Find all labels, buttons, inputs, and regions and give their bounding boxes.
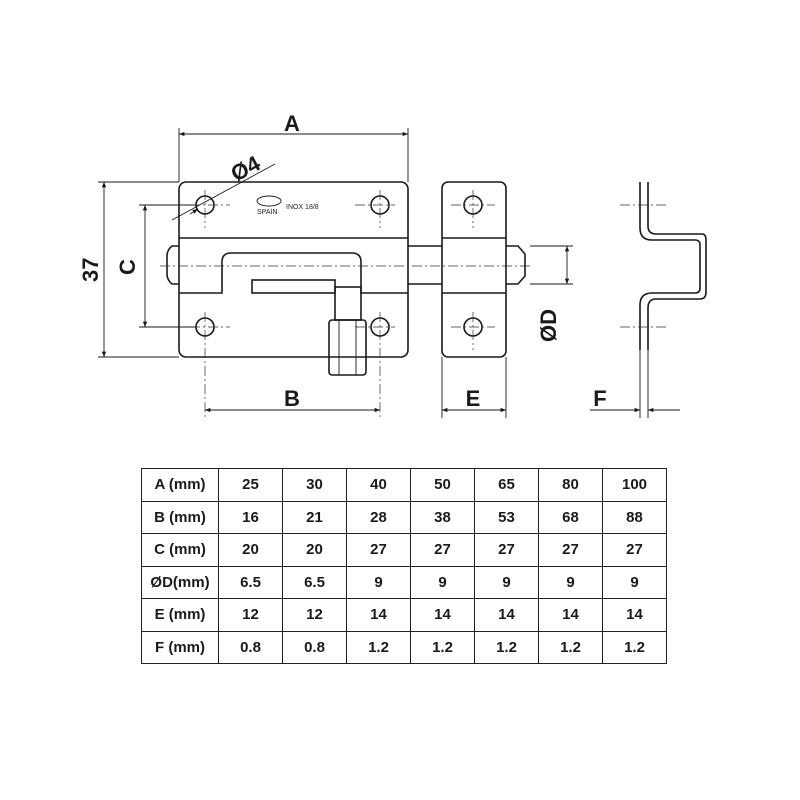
table-cell: 27 (538, 533, 603, 567)
row-label: E (mm) (141, 598, 219, 632)
bolt-rod (408, 245, 526, 285)
manufacturer-stamp: SPAIN INOX 18/8 (256, 195, 319, 216)
table-cell: 53 (474, 500, 539, 534)
table-cell: 68 (538, 500, 603, 534)
table-cell: 9 (602, 565, 667, 599)
table-cell: 0.8 (218, 630, 283, 664)
side-profile (620, 182, 707, 350)
table-cell: 0.8 (282, 630, 347, 664)
table-cell: 9 (410, 565, 475, 599)
dimension-b-label: B (284, 386, 300, 411)
height-37-label: 37 (78, 258, 103, 282)
dimension-c-label: C (115, 259, 140, 275)
dimension-d-label: ØD (536, 309, 561, 342)
table-cell: 6.5 (218, 565, 283, 599)
table-cell: 1.2 (602, 630, 667, 664)
table-cell: 25 (218, 468, 283, 502)
table-cell: 1.2 (346, 630, 411, 664)
hole-diameter-label: Ø4 (227, 150, 265, 186)
table-cell: 1.2 (538, 630, 603, 664)
stamp-material: INOX 18/8 (286, 204, 319, 211)
bolt-plate (160, 181, 530, 358)
table-cell: 16 (218, 500, 283, 534)
table-cell: 21 (282, 500, 347, 534)
mounting-holes (190, 190, 495, 420)
table-cell: 14 (602, 598, 667, 632)
dimension-lines (98, 128, 680, 418)
table-cell: 20 (282, 533, 347, 567)
table-cell: 9 (346, 565, 411, 599)
table-cell: 12 (282, 598, 347, 632)
table-cell: 14 (346, 598, 411, 632)
table-cell: 65 (474, 468, 539, 502)
table-cell: 50 (410, 468, 475, 502)
table-cell: 30 (282, 468, 347, 502)
table-cell: 12 (218, 598, 283, 632)
row-label: B (mm) (141, 500, 219, 534)
table-cell: 20 (218, 533, 283, 567)
table-cell: 14 (538, 598, 603, 632)
table-cell: 1.2 (474, 630, 539, 664)
dimension-f-label: F (593, 386, 606, 411)
row-label: ØD(mm) (141, 565, 219, 599)
row-label: A (mm) (141, 468, 219, 502)
technical-drawing: SPAIN INOX 18/8 A Ø4 37 C B E ØD F (78, 111, 707, 420)
table-cell: 27 (410, 533, 475, 567)
row-label: C (mm) (141, 533, 219, 567)
table-cell: 28 (346, 500, 411, 534)
table-cell: 9 (538, 565, 603, 599)
table-cell: 9 (474, 565, 539, 599)
table-cell: 6.5 (282, 565, 347, 599)
table-cell: 1.2 (410, 630, 475, 664)
table-cell: 88 (602, 500, 667, 534)
table-cell: 40 (346, 468, 411, 502)
keeper (441, 181, 507, 358)
table-cell: 100 (602, 468, 667, 502)
dimension-e-label: E (466, 386, 481, 411)
table-cell: 80 (538, 468, 603, 502)
row-label: F (mm) (141, 630, 219, 664)
table-cell: 14 (410, 598, 475, 632)
table-cell: 27 (602, 533, 667, 567)
table-cell: 14 (474, 598, 539, 632)
table-cell: 27 (474, 533, 539, 567)
table-cell: 38 (410, 500, 475, 534)
table-cell: 27 (346, 533, 411, 567)
stamp-country: SPAIN (257, 209, 278, 216)
dimension-a-label: A (284, 111, 300, 136)
knob (328, 286, 367, 376)
